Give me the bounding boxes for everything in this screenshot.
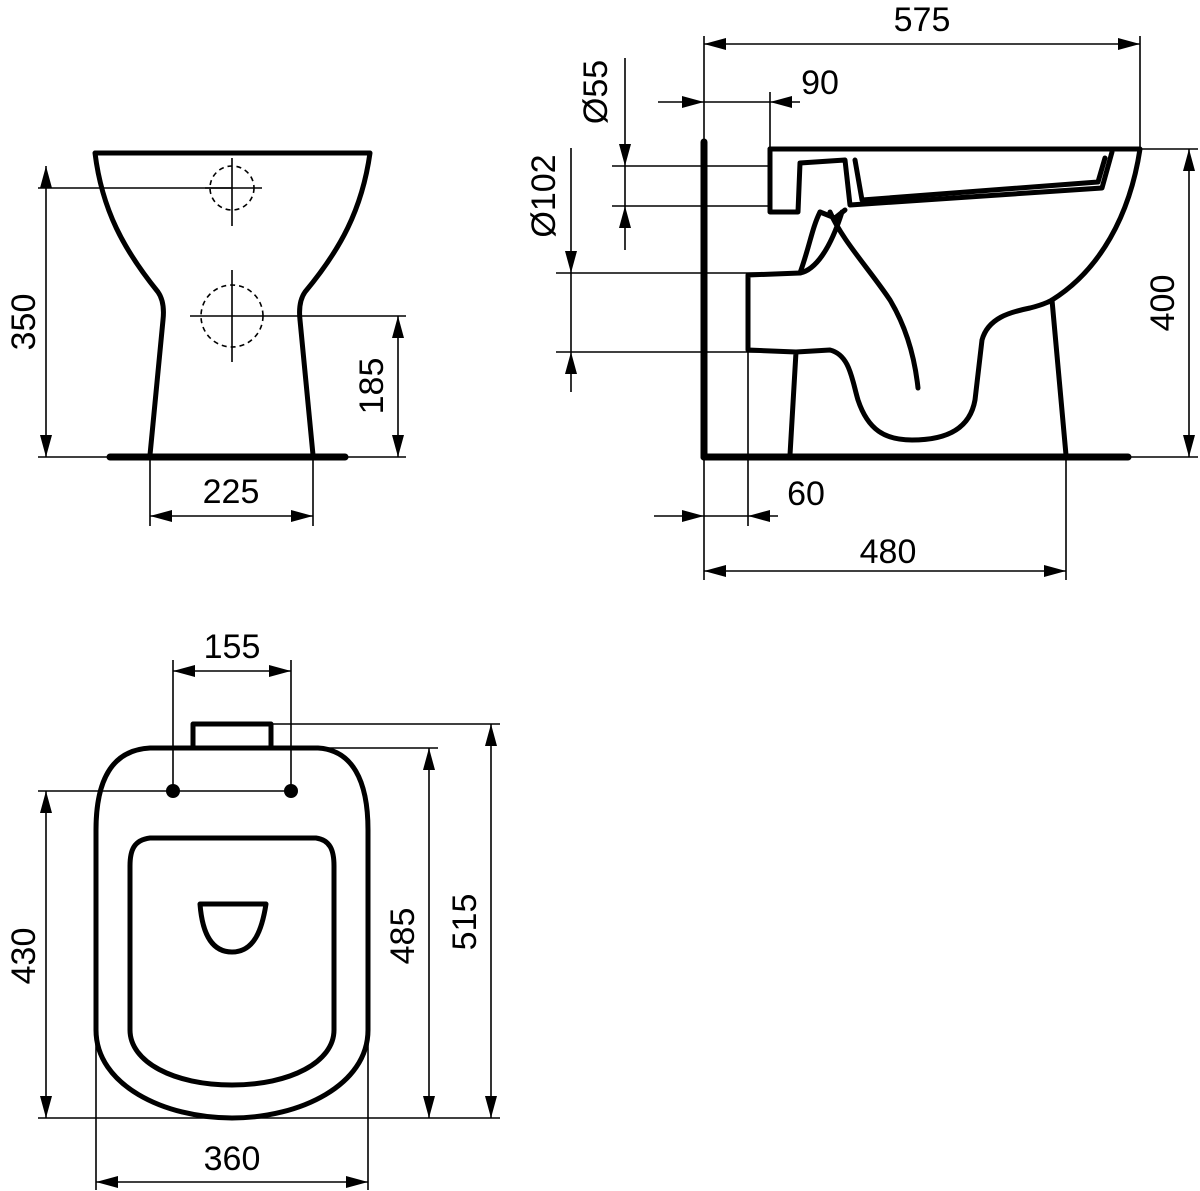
- arrowhead: [565, 251, 577, 273]
- arrowhead: [770, 96, 792, 108]
- arrowhead: [682, 96, 704, 108]
- side-view-bowl-interior: [793, 297, 1055, 443]
- side-view-base-depth-label: 480: [860, 533, 917, 571]
- arrowhead: [682, 510, 704, 522]
- arrowhead: [392, 316, 404, 338]
- arrowhead: [704, 38, 726, 50]
- arrowhead: [269, 665, 291, 677]
- top-view-bowl-outlet: [197, 901, 269, 955]
- arrowhead: [1044, 565, 1066, 577]
- arrowhead: [40, 435, 52, 457]
- top-view-width-label: 360: [204, 1140, 261, 1178]
- arrowhead: [346, 1176, 368, 1188]
- front-view-outlet-height-label: 185: [353, 358, 391, 415]
- arrowhead: [40, 166, 52, 188]
- arrowhead: [40, 791, 52, 813]
- arrowhead: [1118, 38, 1140, 50]
- side-view-rim: [767, 146, 1115, 215]
- top-view-seat-opening: [127, 835, 337, 1088]
- side-view-trapway: [797, 207, 921, 391]
- top-view: 155 430 485 515 360: [5, 628, 500, 1190]
- arrowhead: [485, 1096, 497, 1118]
- arrowhead: [423, 1096, 435, 1118]
- side-view: 575 90 Ø55 Ø102 400 60: [525, 1, 1198, 580]
- top-view-fixing-spacing-label: 155: [204, 628, 261, 666]
- top-view-seat-depth-label: 485: [384, 908, 422, 965]
- arrowhead: [565, 352, 577, 374]
- front-view-height-label: 350: [5, 294, 43, 351]
- arrowhead: [485, 724, 497, 746]
- top-view-hinge-block: [190, 721, 274, 751]
- front-view-base-width-label: 225: [203, 473, 260, 511]
- arrowhead: [40, 1096, 52, 1118]
- arrowhead: [1183, 435, 1195, 457]
- arrowhead: [423, 748, 435, 770]
- arrowhead: [619, 144, 631, 166]
- top-view-overall-depth-label: 515: [446, 894, 484, 951]
- arrowhead: [291, 510, 313, 522]
- side-view-rim-inner: [852, 155, 1108, 203]
- arrowhead: [619, 206, 631, 228]
- arrowhead: [150, 510, 172, 522]
- side-view-height-label: 400: [1144, 275, 1182, 332]
- arrowhead: [392, 435, 404, 457]
- arrowhead: [173, 665, 195, 677]
- side-view-outlet-diameter-label: Ø102: [525, 154, 563, 237]
- arrowhead: [748, 510, 770, 522]
- arrowhead: [1183, 149, 1195, 171]
- front-view: 350 185 225: [5, 150, 406, 526]
- side-view-depth-label: 575: [894, 1, 951, 39]
- side-view-bowl-outline: [745, 146, 1143, 458]
- arrowhead: [704, 565, 726, 577]
- top-view-fixing-to-front-label: 430: [5, 928, 43, 985]
- side-view-inlet-diameter-label: Ø55: [577, 60, 615, 124]
- top-view-seat-outline: [93, 745, 371, 1121]
- side-view-wall-offset-label: 60: [787, 475, 825, 513]
- front-view-bowl-outline: [92, 150, 373, 458]
- side-view-inlet-offset-label: 90: [801, 64, 839, 102]
- arrowhead: [96, 1176, 118, 1188]
